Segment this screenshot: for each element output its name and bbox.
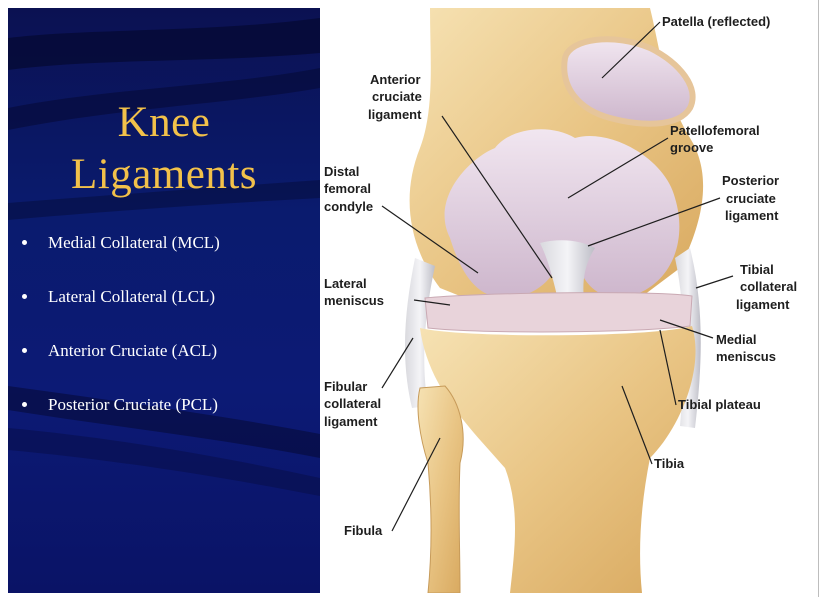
list-item-text: Posterior Cruciate (PCL) — [48, 394, 218, 416]
label-acl-1: Anterior — [370, 72, 421, 87]
label-distal-femoral-1: Distal — [324, 164, 359, 179]
label-acl-2: cruciate — [372, 89, 422, 104]
list-item: Posterior Cruciate (PCL) — [8, 394, 320, 448]
bullet-icon — [22, 294, 27, 299]
list-item-text: Lateral Collateral (LCL) — [48, 286, 215, 308]
label-fibula: Fibula — [344, 523, 383, 538]
ligament-list: Medial Collateral (MCL) Lateral Collater… — [8, 232, 320, 448]
label-lateral-meniscus-1: Lateral — [324, 276, 367, 291]
knee-illustration: Patella (reflected) Anterior cruciate li… — [320, 8, 818, 593]
label-pcl-2: cruciate — [726, 191, 776, 206]
list-item: Anterior Cruciate (ACL) — [8, 340, 320, 394]
label-acl-3: ligament — [368, 107, 422, 122]
label-patellofemoral-1: Patellofemoral — [670, 123, 760, 138]
bullet-icon — [22, 240, 27, 245]
label-patellofemoral-2: groove — [670, 140, 713, 155]
label-medial-meniscus-1: Medial — [716, 332, 756, 347]
label-fibular-collateral-3: ligament — [324, 414, 378, 429]
label-patella: Patella (reflected) — [662, 14, 770, 29]
label-tibial-plateau: Tibial plateau — [678, 397, 761, 412]
label-tibial-collateral-3: ligament — [736, 297, 790, 312]
slide-title-line-1: Knee — [8, 98, 320, 148]
slide-frame-edge — [818, 0, 826, 597]
fibula-shape — [418, 386, 463, 593]
list-item-text: Medial Collateral (MCL) — [48, 232, 220, 254]
label-fibular-collateral-2: collateral — [324, 396, 381, 411]
list-item-text: Anterior Cruciate (ACL) — [48, 340, 217, 362]
bullet-icon — [22, 402, 27, 407]
menisci-shape — [425, 293, 692, 332]
label-distal-femoral-2: femoral — [324, 181, 371, 196]
label-tibial-collateral-1: Tibial — [740, 262, 774, 277]
label-tibial-collateral-2: collateral — [740, 279, 797, 294]
list-item: Medial Collateral (MCL) — [8, 232, 320, 286]
label-lateral-meniscus-2: meniscus — [324, 293, 384, 308]
list-item: Lateral Collateral (LCL) — [8, 286, 320, 340]
label-distal-femoral-3: condyle — [324, 199, 373, 214]
bullet-icon — [22, 348, 27, 353]
slide-title-line-2: Ligaments — [8, 150, 320, 200]
label-medial-meniscus-2: meniscus — [716, 349, 776, 364]
label-fibular-collateral-1: Fibular — [324, 379, 367, 394]
label-pcl-3: ligament — [725, 208, 779, 223]
label-tibia: Tibia — [654, 456, 685, 471]
label-pcl-1: Posterior — [722, 173, 779, 188]
knee-anatomy-figure: Patella (reflected) Anterior cruciate li… — [320, 8, 818, 593]
title-panel: Knee Ligaments Medial Collateral (MCL) L… — [8, 8, 320, 593]
